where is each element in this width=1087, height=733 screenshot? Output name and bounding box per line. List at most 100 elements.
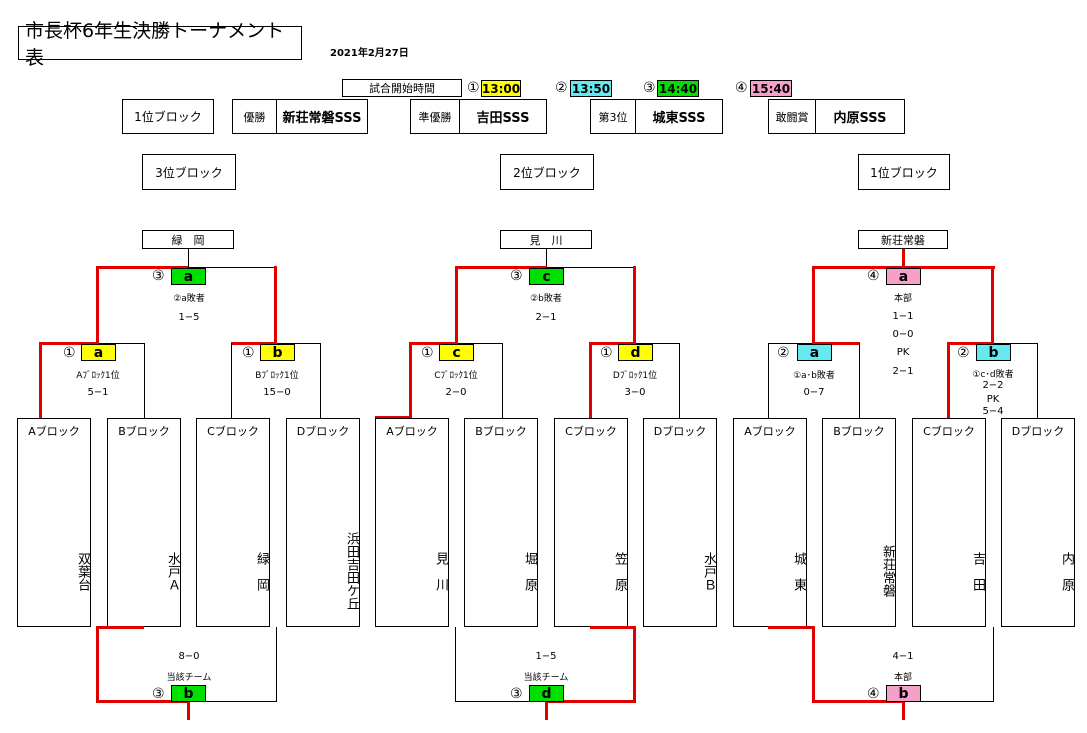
final-match-note: ②a敗者	[173, 294, 205, 304]
semi-1-note: ①a･b敗者	[793, 371, 835, 381]
team-box: Cブロック 緑 岡	[196, 418, 270, 627]
bottom-match-note: 本部	[893, 673, 913, 683]
team-name: 城 東	[791, 551, 806, 591]
third-label: 第3位	[590, 99, 636, 134]
schedule-label: 試合開始時間	[342, 79, 462, 97]
final-match-score: 1−5	[178, 312, 200, 323]
semi-1-score: 2−0	[445, 387, 467, 398]
team-block-label: Aブロック	[386, 425, 438, 438]
semi-2-note: Bﾌﾞﾛｯｸ1位	[255, 371, 299, 381]
team-box: Bブロック 堀 原	[464, 418, 538, 627]
bottom-match-num: ③	[510, 686, 523, 702]
slot-2-time: 13:50	[570, 80, 612, 97]
team-name: 堀 原	[522, 551, 537, 591]
final-score-line-1: 1−1	[892, 311, 914, 322]
final-match-num: ③	[152, 268, 165, 284]
final-match-note: 本部	[893, 294, 913, 304]
team-block-label: Dブロック	[653, 425, 707, 438]
final-match-note: ②b敗者	[530, 294, 562, 304]
page-title: 市長杯6年生決勝トーナメント表	[18, 20, 302, 69]
team-name: 内 原	[1059, 551, 1074, 591]
team-box: Dブロック 浜田吉田ケ丘	[286, 418, 360, 627]
final-score-line-2: 0−0	[892, 329, 914, 340]
bottom-match-note: 当該チーム	[166, 673, 212, 683]
semi-1-code: a	[81, 344, 116, 361]
final-match-num: ④	[867, 268, 880, 284]
slot-3-time: 14:40	[657, 80, 699, 97]
slot-1-time: 13:00	[481, 80, 521, 97]
final-score-line-3: PK	[896, 347, 910, 358]
team-box: Dブロック 内 原	[1001, 418, 1075, 627]
semi-1-code: c	[439, 344, 474, 361]
team-name: 見 川	[433, 551, 448, 591]
team-block-label: Dブロック	[1011, 425, 1065, 438]
team-name: 水戸Ｂ	[701, 551, 716, 591]
bracket-winner-box: 新荘常磐	[858, 230, 948, 249]
semi-2-num: ①	[600, 345, 613, 361]
bottom-match-code: d	[529, 685, 564, 702]
team-block-label: Cブロック	[923, 425, 975, 438]
team-name: 浜田吉田ケ丘	[344, 532, 359, 610]
final-match-code: c	[529, 268, 564, 285]
team-name: 笠 原	[612, 551, 627, 591]
semi-2-score: 3−0	[624, 387, 646, 398]
bracket-block-label: 2位ブロック	[500, 154, 594, 190]
semi-1-note: Cﾌﾞﾛｯｸ1位	[434, 371, 478, 381]
bracket-block-label: 3位ブロック	[142, 154, 236, 190]
winner-team: 新荘常磐SSS	[276, 99, 368, 134]
semi-2-note: ①c･d敗者	[972, 370, 1014, 380]
semi-2-code: d	[618, 344, 653, 361]
bottom-match-num: ③	[152, 686, 165, 702]
semi-1-score: 5−1	[87, 387, 109, 398]
team-box: Bブロック 水戸Ａ	[107, 418, 181, 627]
slot-4-num: ④	[735, 80, 748, 96]
final-score-line-4: 2−1	[892, 366, 914, 377]
final-match-code: a	[171, 268, 206, 285]
semi-2-num: ②	[957, 345, 970, 361]
team-box: Bブロック 新荘常磐	[822, 418, 896, 627]
team-block-label: Aブロック	[28, 425, 80, 438]
semi-2-score-line-2: PK	[986, 394, 1000, 405]
semi-1-num: ①	[63, 345, 76, 361]
team-box: Aブロック 双葉台	[17, 418, 91, 627]
fighting-label: 敢闘賞	[768, 99, 816, 134]
team-name: 緑 岡	[254, 551, 269, 591]
final-match-num: ③	[510, 268, 523, 284]
date-label: 2021年2月27日	[330, 48, 409, 59]
team-block-label: Cブロック	[207, 425, 259, 438]
team-name: 水戸Ａ	[165, 551, 180, 591]
semi-2-score: 15−0	[263, 387, 291, 398]
team-name: 新荘常磐	[880, 545, 895, 597]
results-block-label: 1位ブロック	[122, 99, 214, 134]
semi-1-note: Aﾌﾞﾛｯｸ1位	[76, 371, 120, 381]
fighting-team: 内原SSS	[815, 99, 905, 134]
winner-label: 優勝	[232, 99, 277, 134]
final-match-code: a	[886, 268, 921, 285]
semi-2-code: b	[260, 344, 295, 361]
slot-4-time: 15:40	[750, 80, 792, 97]
team-block-label: Dブロック	[296, 425, 350, 438]
team-box: Cブロック 笠 原	[554, 418, 628, 627]
semi-2-score-line-3: 5−4	[982, 406, 1004, 417]
team-block-label: Aブロック	[744, 425, 796, 438]
bottom-match-num: ④	[867, 686, 880, 702]
team-name: 吉 田	[970, 551, 985, 591]
team-block-label: Bブロック	[118, 425, 170, 438]
team-box: Aブロック 見 川	[375, 418, 449, 627]
bottom-match-note: 当該チーム	[523, 673, 569, 683]
team-box: Aブロック 城 東	[733, 418, 807, 627]
final-match-score: 2−1	[535, 312, 557, 323]
semi-1-code: a	[797, 344, 832, 361]
slot-3-num: ③	[643, 80, 656, 96]
runnerup-team: 吉田SSS	[459, 99, 547, 134]
semi-2-num: ①	[242, 345, 255, 361]
bottom-match-code: b	[886, 685, 921, 702]
bracket-winner-box: 緑 岡	[142, 230, 234, 249]
semi-1-num: ①	[421, 345, 434, 361]
semi-2-note: Dﾌﾞﾛｯｸ1位	[612, 371, 658, 381]
team-block-label: Bブロック	[475, 425, 527, 438]
team-block-label: Cブロック	[565, 425, 617, 438]
bracket-winner-box: 見 川	[500, 230, 592, 249]
bottom-match-code: b	[171, 685, 206, 702]
semi-1-score: 0−7	[803, 387, 825, 398]
